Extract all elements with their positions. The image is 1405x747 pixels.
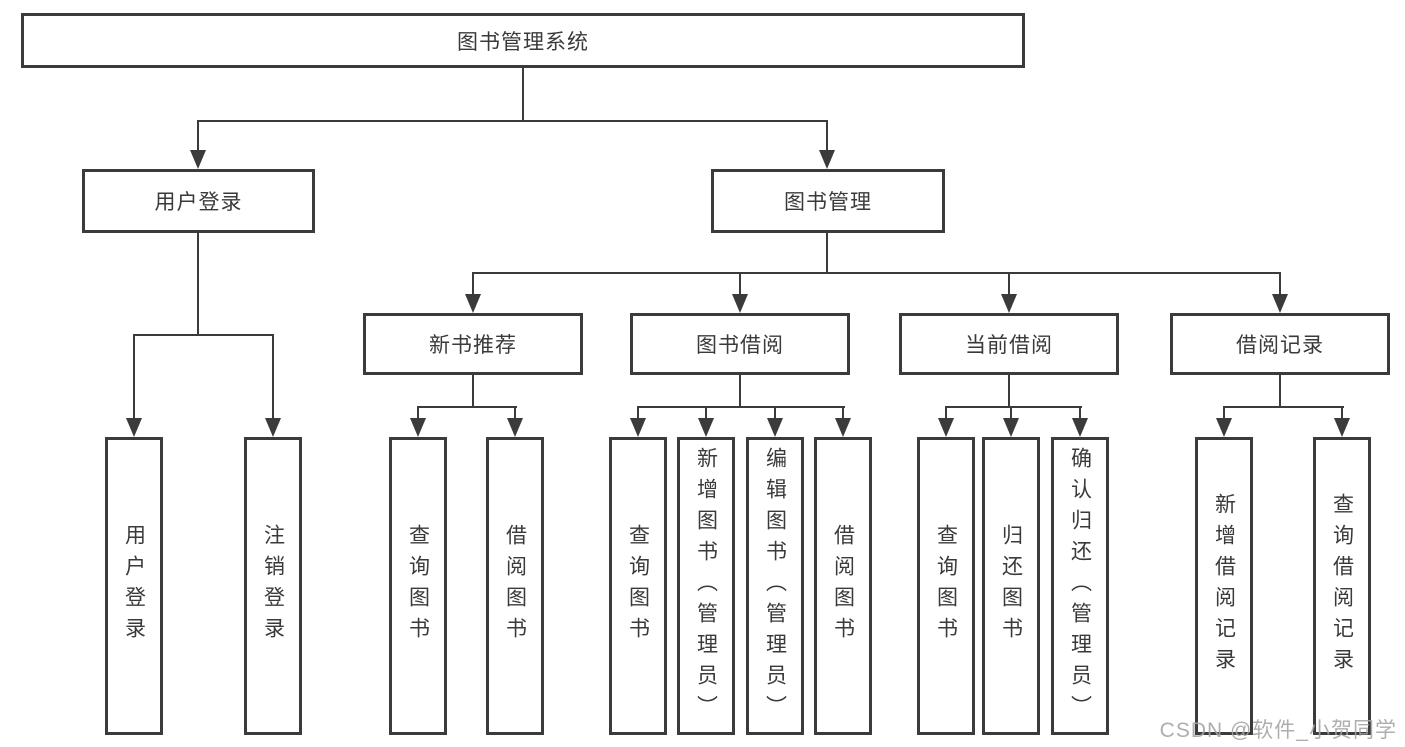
connector-line (945, 406, 1082, 408)
arrow-down-icon (410, 418, 426, 437)
connector-line (842, 406, 844, 420)
connector-line (1341, 406, 1343, 420)
connector-line (472, 373, 474, 408)
connector-line (826, 231, 828, 274)
leaf-label: 查询图书 (626, 524, 650, 648)
node-book-borrowing: 图书借阅 (630, 313, 850, 375)
leaf-label: 用户登录 (122, 524, 146, 648)
connector-line (1008, 373, 1010, 408)
arrow-down-icon (1216, 418, 1232, 437)
connector-line (514, 406, 516, 420)
connector-line (472, 272, 1281, 274)
arrow-down-icon (1334, 418, 1350, 437)
leaf-query-books-recommend: 查询图书 (389, 437, 447, 735)
arrow-down-icon (819, 150, 835, 169)
connector-line (197, 120, 199, 153)
connector-line (739, 373, 741, 408)
arrow-down-icon (767, 418, 783, 437)
node-label: 当前借阅 (965, 334, 1053, 357)
leaf-logout: 注销登录 (244, 437, 302, 735)
leaf-return-books: 归还图书 (982, 437, 1040, 735)
leaf-user-login: 用户登录 (105, 437, 163, 735)
connector-line (133, 334, 135, 420)
connector-line (1223, 406, 1344, 408)
connector-line (705, 406, 707, 420)
node-current-borrowing: 当前借阅 (899, 313, 1119, 375)
leaf-label: 查询图书 (934, 524, 958, 648)
leaf-label: 注销登录 (261, 524, 285, 648)
leaf-edit-books-admin: 编辑图书（管理员） (746, 437, 804, 735)
connector-line (1008, 272, 1010, 296)
leaf-query-borrow-record: 查询借阅记录 (1313, 437, 1371, 735)
connector-line (197, 120, 828, 122)
arrow-down-icon (732, 294, 748, 313)
arrow-down-icon (938, 418, 954, 437)
node-label: 借阅记录 (1236, 334, 1324, 357)
leaf-label: 借阅图书 (503, 524, 527, 648)
leaf-label: 新增借阅记录 (1212, 493, 1236, 679)
arrow-down-icon (507, 418, 523, 437)
leaf-query-books-current: 查询图书 (917, 437, 975, 735)
connector-line (1223, 406, 1225, 420)
node-label: 图书管理系统 (457, 30, 589, 54)
node-label: 图书管理 (784, 191, 872, 214)
node-borrowing-records: 借阅记录 (1170, 313, 1390, 375)
leaf-borrow-books-recommend: 借阅图书 (486, 437, 544, 735)
connector-line (417, 406, 419, 420)
leaf-add-books-admin: 新增图书（管理员） (677, 437, 735, 735)
arrow-down-icon (1003, 418, 1019, 437)
arrow-down-icon (265, 418, 281, 437)
arrow-down-icon (835, 418, 851, 437)
leaf-label: 借阅图书 (831, 524, 855, 648)
node-label: 图书借阅 (696, 334, 784, 357)
arrow-down-icon (1072, 418, 1088, 437)
leaf-label: 确认归还（管理员） (1068, 446, 1092, 726)
leaf-add-borrow-record: 新增借阅记录 (1195, 437, 1253, 735)
arrow-down-icon (465, 294, 481, 313)
leaf-query-books-borrow: 查询图书 (609, 437, 667, 735)
arrow-down-icon (630, 418, 646, 437)
leaf-label: 新增图书（管理员） (694, 446, 718, 726)
arrow-down-icon (126, 418, 142, 437)
leaf-borrow-books: 借阅图书 (814, 437, 872, 735)
connector-line (1079, 406, 1081, 420)
connector-line (417, 406, 517, 408)
connector-line (826, 120, 828, 153)
arrow-down-icon (190, 150, 206, 169)
leaf-label: 查询图书 (406, 524, 430, 648)
arrow-down-icon (698, 418, 714, 437)
connector-line (1279, 373, 1281, 408)
csdn-watermark: CSDN @软件_小贺同学 (1159, 719, 1397, 742)
node-new-book-recommendation: 新书推荐 (363, 313, 583, 375)
connector-line (774, 406, 776, 420)
connector-line (522, 66, 524, 122)
connector-line (637, 406, 845, 408)
connector-line (945, 406, 947, 420)
connector-line (272, 334, 274, 420)
connector-line (739, 272, 741, 296)
node-book-management: 图书管理 (711, 169, 945, 233)
node-label: 新书推荐 (429, 334, 517, 357)
arrow-down-icon (1001, 294, 1017, 313)
connector-line (1279, 272, 1281, 296)
arrow-down-icon (1272, 294, 1288, 313)
connector-line (1010, 406, 1012, 420)
leaf-label: 编辑图书（管理员） (763, 446, 787, 726)
node-label: 用户登录 (154, 191, 243, 214)
leaf-label: 归还图书 (999, 524, 1023, 648)
connector-line (197, 231, 199, 336)
connector-line (637, 406, 639, 420)
node-user-login: 用户登录 (82, 169, 315, 233)
connector-line (472, 272, 474, 296)
node-library-system-root: 图书管理系统 (21, 13, 1025, 68)
leaf-confirm-return-admin: 确认归还（管理员） (1051, 437, 1109, 735)
leaf-label: 查询借阅记录 (1330, 493, 1354, 679)
connector-line (133, 334, 274, 336)
